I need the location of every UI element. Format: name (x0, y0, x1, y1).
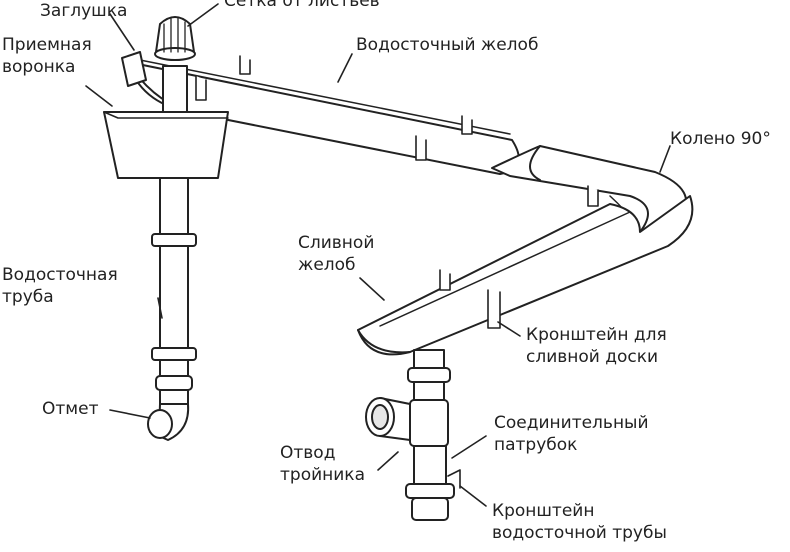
connecting-pipe (405, 445, 461, 521)
drain-gutter (357, 195, 694, 356)
label-drain-gutter-line-1: Сливной (298, 233, 375, 253)
outlet-elbow (147, 403, 190, 441)
leader-lines (85, 3, 671, 507)
label-elbow: Колено 90° (670, 128, 771, 150)
label-funnel-line-1: Приемная (2, 35, 92, 55)
label-gutter-bracket-line-2: сливной доски (526, 347, 659, 367)
label-elbow-line-1: Колено 90° (670, 129, 771, 149)
label-drain-gutter-line-2: желоб (298, 255, 356, 275)
label-end-cap-line-1: Заглушка (40, 1, 128, 21)
label-pipe-bracket: Кронштейн водосточной трубы (492, 500, 667, 544)
end-cap (121, 51, 147, 87)
tee-outlet (365, 397, 449, 447)
label-gutter-bracket-line-1: Кронштейн для (526, 325, 667, 345)
label-main-gutter: Водосточный желоб (356, 34, 538, 56)
label-leaf-guard-line-1: Сетка от листьев (224, 0, 380, 11)
label-end-cap: Заглушка (40, 0, 127, 22)
label-gutter-bracket: Кронштейн для сливной доски (526, 324, 667, 368)
label-connecting-pipe-line-1: Соединительный (494, 413, 649, 433)
label-downpipe-line-2: труба (2, 287, 54, 307)
gutter-hooks (195, 55, 473, 161)
label-pipe-bracket-line-2: водосточной трубы (492, 523, 667, 543)
label-connecting-pipe-line-2: патрубок (494, 435, 578, 455)
label-downpipe-line-1: Водосточная (2, 265, 118, 285)
label-funnel: Приемная воронка (2, 34, 92, 78)
funnel (103, 65, 229, 179)
label-tee-line-1: Отвод (280, 443, 336, 463)
drain-gutter-hooks (439, 185, 599, 329)
label-downpipe: Водосточная труба (2, 264, 118, 308)
label-connecting-pipe: Соединительный патрубок (494, 412, 649, 456)
label-tee: Отвод тройника (280, 442, 365, 486)
label-drain-gutter: Сливной желоб (298, 232, 374, 276)
label-tee-line-2: тройника (280, 465, 365, 485)
label-leaf-guard: Сетка от листьев (224, 0, 380, 12)
downpipe (151, 177, 197, 405)
label-funnel-line-2: воронка (2, 57, 76, 77)
label-outlet-line-1: Отмет (42, 399, 99, 419)
label-outlet: Отмет (42, 398, 98, 420)
leaf-guard (154, 16, 196, 61)
label-pipe-bracket-line-1: Кронштейн (492, 501, 595, 521)
label-main-gutter-line-1: Водосточный желоб (356, 35, 539, 55)
